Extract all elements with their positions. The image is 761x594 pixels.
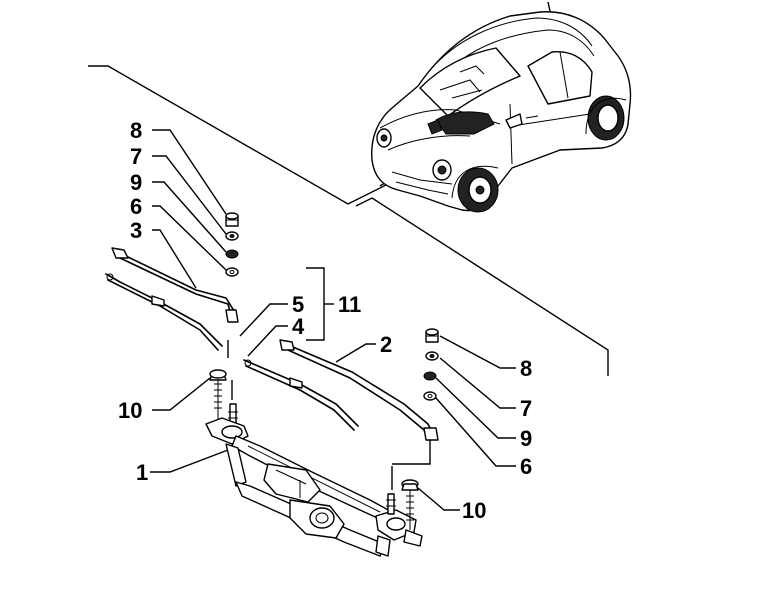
leader-lines bbox=[150, 129, 516, 511]
wiper-linkage-and-motor bbox=[205, 369, 431, 557]
callout-6-left: 6 bbox=[130, 194, 142, 219]
callout-10-left: 10 bbox=[118, 398, 142, 423]
vehicle-illustration bbox=[371, 11, 632, 213]
right-wiper-arm-and-blade bbox=[243, 339, 439, 441]
left-wiper-arm-and-blade bbox=[105, 247, 239, 358]
callout-7-left: 7 bbox=[130, 144, 142, 169]
callout-1: 1 bbox=[136, 460, 148, 485]
callout-9-left: 9 bbox=[130, 170, 142, 195]
callout-4: 4 bbox=[292, 314, 305, 339]
callout-6-right: 6 bbox=[520, 454, 532, 479]
callout-8-left: 8 bbox=[130, 118, 142, 143]
left-cap-stack bbox=[225, 212, 239, 277]
callout-11: 11 bbox=[338, 292, 361, 317]
callout-labels: 8 7 9 6 3 5 4 11 2 8 7 9 6 10 1 10 bbox=[118, 118, 532, 523]
callout-8-right: 8 bbox=[520, 356, 532, 381]
right-cap-stack bbox=[423, 328, 439, 401]
callout-2: 2 bbox=[380, 332, 392, 357]
callout-9-right: 9 bbox=[520, 426, 532, 451]
callout-10-right: 10 bbox=[462, 498, 486, 523]
callout-3: 3 bbox=[130, 218, 142, 243]
callout-7-right: 7 bbox=[520, 396, 532, 421]
callout-5: 5 bbox=[292, 292, 304, 317]
